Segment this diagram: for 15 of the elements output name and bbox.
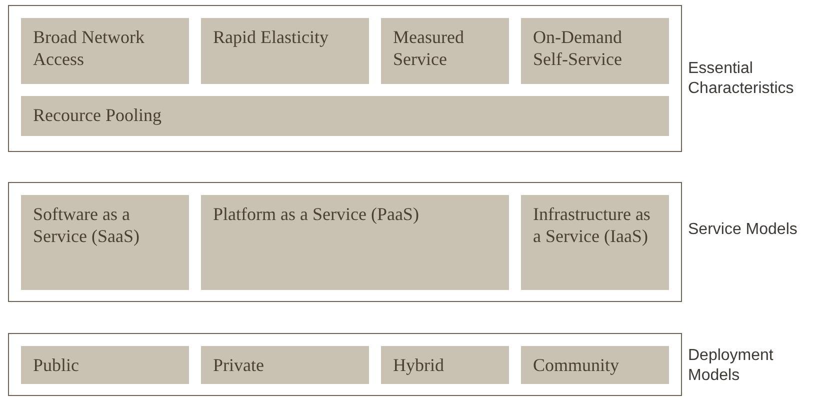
category-box: Community xyxy=(521,346,669,384)
category-box: Broad Network Access xyxy=(21,18,189,84)
category-box: Measured Service xyxy=(381,18,509,84)
category-box: Infrastructure as a Service (IaaS) xyxy=(521,195,669,290)
group-label: Essential Characteristics xyxy=(688,59,795,99)
category-box: Private xyxy=(201,346,369,384)
category-box: Platform as a Service (PaaS) xyxy=(201,195,509,290)
category-box: On-Demand Self-Service xyxy=(521,18,669,84)
category-box: Recource Pooling xyxy=(21,96,669,136)
group-label: Deployment Models xyxy=(688,346,774,386)
category-box: Rapid Elasticity xyxy=(201,18,369,84)
category-box: Software as a Service (SaaS) xyxy=(21,195,189,290)
category-box: Hybrid xyxy=(381,346,509,384)
group-label: Service Models xyxy=(688,220,798,240)
category-box: Public xyxy=(21,346,189,384)
